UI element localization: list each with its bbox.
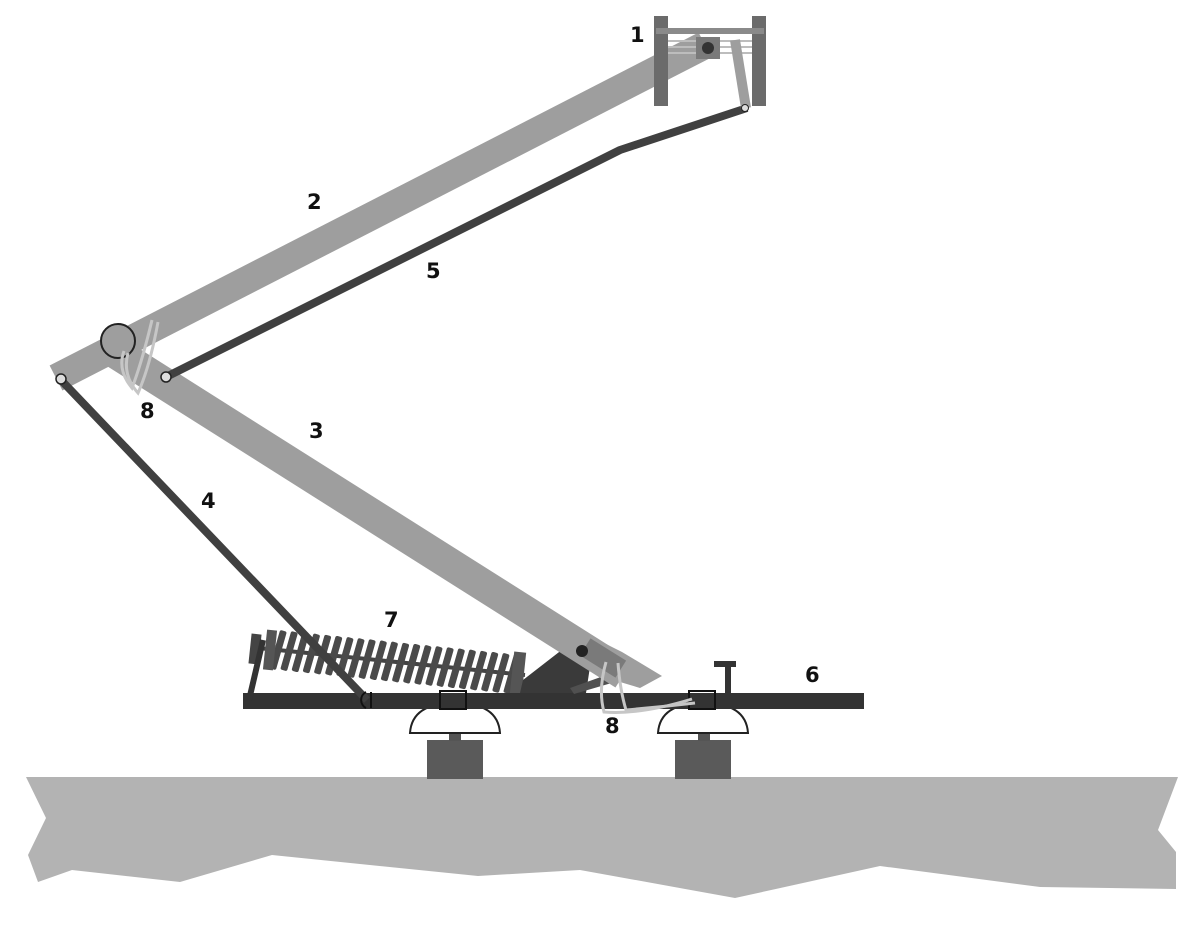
spring-coil: [492, 653, 510, 693]
shunt-cable-knee: [120, 319, 160, 396]
spring-coil: [347, 638, 365, 678]
upper-arm: [49, 32, 712, 391]
label-shunt-base: 8: [605, 714, 620, 738]
upper-guide-rod: [164, 104, 749, 381]
spring-coil: [481, 651, 499, 692]
lower-arm-pivot: [576, 645, 588, 657]
spring-coil: [414, 645, 432, 685]
insulator-stem-right: [698, 731, 710, 741]
label-lower-arm: 3: [309, 419, 324, 443]
lower-arm-clamp: [579, 638, 627, 678]
spring-coil: [369, 640, 387, 681]
spring-coil: [291, 632, 309, 673]
spring-coil: [447, 648, 465, 689]
spring-coil: [436, 647, 454, 687]
spring-coil: [425, 646, 443, 686]
pan-head: [654, 16, 766, 112]
spring-coil: [358, 639, 376, 679]
knee-pivot: [100, 323, 136, 359]
label-upper-guide-rod: 5: [426, 259, 441, 283]
raising-spring: [248, 629, 527, 695]
label-raising-spring: 7: [384, 608, 399, 632]
insulator-block-left: [427, 740, 483, 779]
base-rod-pivot: [360, 691, 367, 709]
rod-pivot-mid: [160, 371, 172, 383]
insulator-block-right: [675, 740, 731, 779]
insulator-stem-left: [449, 731, 461, 741]
label-pan-head: 1: [630, 23, 645, 47]
spring-coil: [380, 641, 398, 682]
spring-coil: [470, 650, 488, 691]
shunt-cable-base: [599, 661, 696, 714]
lower-arm: [104, 337, 633, 688]
label-shunt-knee: 8: [140, 399, 155, 423]
label-base-frame: 6: [805, 663, 820, 687]
vehicle-roof: [26, 777, 1178, 898]
label-lower-guide-rod: 4: [201, 489, 216, 513]
spring-coil: [392, 642, 410, 683]
rod-pivot-left: [55, 373, 67, 385]
spring-coil: [280, 631, 298, 671]
spring-coil: [403, 643, 421, 684]
lower-guide-rod: [57, 376, 370, 703]
label-upper-arm: 2: [307, 190, 322, 214]
spring-coil: [458, 649, 476, 690]
